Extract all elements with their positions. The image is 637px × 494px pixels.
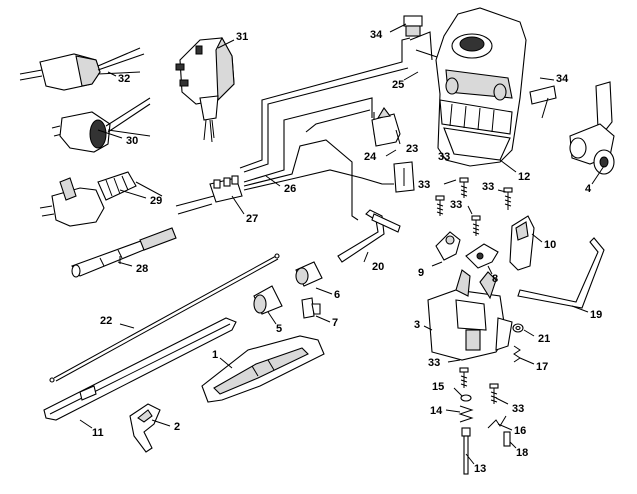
- label-33-c: 33: [418, 179, 430, 191]
- screw-33-a: [459, 177, 469, 198]
- label-28: 28: [136, 263, 148, 275]
- label-13: 13: [474, 463, 486, 475]
- part-4-switch-lever: [569, 81, 615, 175]
- label-3: 3: [414, 319, 420, 331]
- part-7-clip: [301, 297, 321, 319]
- label-9: 9: [418, 267, 424, 279]
- part-15-washer: [460, 394, 472, 402]
- part-34-brush-right: [529, 85, 557, 119]
- label-4: 4: [585, 183, 592, 195]
- label-17: 17: [536, 361, 548, 373]
- part-5-sleeve: [253, 285, 283, 315]
- label-16: 16: [514, 425, 526, 437]
- screw-33-d: [471, 215, 481, 236]
- screw-33-f: [489, 383, 499, 404]
- screw-33-c: [435, 195, 445, 216]
- part-19-bail: [517, 237, 605, 309]
- part-20-rod: [337, 209, 401, 263]
- label-21: 21: [538, 333, 550, 345]
- part-18-pin: [503, 431, 511, 447]
- part-29-round-plug: [39, 171, 163, 227]
- label-8: 8: [492, 273, 498, 285]
- label-23: 23: [406, 143, 418, 155]
- label-14: 14: [430, 405, 443, 417]
- label-33-d: 33: [450, 199, 462, 211]
- label-32: 32: [118, 73, 130, 85]
- label-18: 18: [516, 447, 528, 459]
- label-22: 22: [100, 315, 112, 327]
- label-33-e: 33: [428, 357, 440, 369]
- label-30: 30: [126, 135, 138, 147]
- part-labels: 1 2 3 4 5 6 7 8 9 10 11 12 13 14 15 16 1…: [92, 29, 602, 475]
- leader-lines: [79, 23, 605, 465]
- part-34-brush-top: [403, 15, 423, 37]
- part-30-swiss-plug: [51, 97, 151, 153]
- label-27: 27: [246, 213, 258, 225]
- part-9-cam: [435, 231, 461, 261]
- label-31: 31: [236, 31, 248, 43]
- label-26: 26: [284, 183, 296, 195]
- label-33-b: 33: [482, 181, 494, 193]
- label-29: 29: [150, 195, 162, 207]
- label-15: 15: [432, 381, 444, 393]
- part-2-hook: [129, 403, 161, 453]
- screws-33: [435, 177, 513, 404]
- part-14-spring: [458, 405, 474, 423]
- label-34-a: 34: [370, 29, 383, 41]
- part-22-long-rod: [49, 253, 280, 383]
- part-24-switch: [393, 161, 415, 193]
- part-31-uk-plug: [175, 36, 235, 143]
- part-1-handle-housing: [201, 335, 325, 403]
- part-28-cable: [71, 227, 177, 278]
- label-33-f: 33: [512, 403, 524, 415]
- label-12: 12: [518, 171, 530, 183]
- screw-33-e: [459, 367, 469, 388]
- label-19: 19: [590, 309, 602, 321]
- part-27-terminal-block: [209, 175, 243, 203]
- part-10-trigger: [509, 215, 535, 271]
- part-12-motor: [435, 7, 527, 167]
- part-11-handle-bar: [43, 317, 237, 421]
- part-8-lever: [465, 243, 499, 269]
- screw-33-b: [503, 187, 513, 210]
- wiring-harness: [175, 31, 441, 221]
- part-32-euro-plug: [19, 47, 145, 91]
- part-17-spring: [513, 345, 521, 363]
- part-23-capacitor: [371, 107, 401, 147]
- part-6-sleeve: [295, 261, 323, 287]
- label-25: 25: [392, 79, 404, 91]
- label-6: 6: [334, 289, 340, 301]
- label-11: 11: [92, 427, 104, 439]
- part-3-housing-block: [427, 269, 513, 361]
- label-34-b: 34: [556, 73, 569, 85]
- label-1: 1: [212, 349, 218, 361]
- label-33-a: 33: [438, 151, 450, 163]
- label-2: 2: [174, 421, 180, 433]
- label-20: 20: [372, 261, 384, 273]
- label-7: 7: [332, 317, 338, 329]
- part-16-clip: [487, 415, 507, 429]
- part-13-shaft: [461, 427, 471, 475]
- part-21-washer: [512, 323, 524, 333]
- label-5: 5: [276, 323, 282, 335]
- label-24: 24: [364, 151, 377, 163]
- label-10: 10: [544, 239, 556, 251]
